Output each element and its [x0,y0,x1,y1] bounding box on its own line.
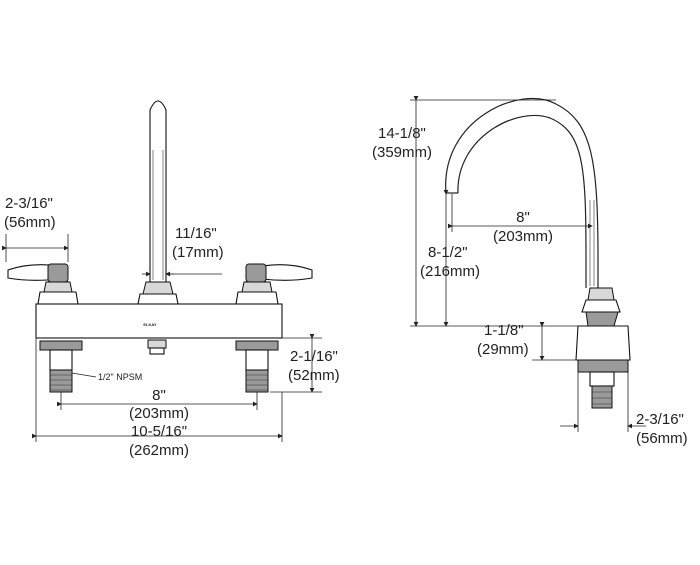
handle-offset-mm-label: (56mm) [4,214,56,231]
center-spacing-label: 8" [152,387,166,404]
shank-height-mm-label: (52mm) [288,367,340,384]
gooseneck-spout [445,97,599,288]
handle-offset-dimension: 2-3/16" (56mm) [2,195,69,262]
spout-reach-dimension: 8" (203mm) [448,194,593,245]
spout-base [137,281,179,305]
shank-width-dimension: 2-3/16" (56mm) [560,372,688,447]
left-shank [39,340,83,393]
side-valve-body [575,287,631,409]
spout-height-mm-label: (359mm) [372,144,432,161]
center-spacing-dimension: 8" (203mm) [57,387,258,422]
spout-base-dimension: 11/16" (17mm) [142,225,224,277]
deck-thickness-mm-label: (29mm) [477,341,529,358]
spout-reach-mm-label: (203mm) [493,228,553,245]
center-connector [147,339,167,355]
left-lever-handle [7,263,79,305]
spout-reach-label: 8" [516,209,530,226]
brand-logo: ELKAY [143,322,157,327]
shank-height-dimension: 2-1/16" (52mm) [270,334,340,393]
connection-callout: 1/2" NPSM [71,372,142,382]
handle-offset-label: 2-3/16" [5,195,53,212]
spout-clearance-mm-label: (216mm) [420,263,480,280]
shank-height-label: 2-1/16" [290,348,338,365]
side-view: 14-1/8" (359mm) 8" (203mm) 8-1/2" (216mm… [372,96,688,447]
right-shank [235,340,279,393]
deck-thickness-label: 1-1/8" [484,322,524,339]
spout-base-mm-label: (17mm) [172,244,224,261]
shank-width-mm-label: (56mm) [636,430,688,447]
deck-plate: ELKAY [35,303,283,339]
spout-height-label: 14-1/8" [378,125,426,142]
shank-width-label: 2-3/16" [636,411,684,428]
spout-height-dimension: 14-1/8" (359mm) [372,96,578,327]
deck-thickness-dimension: 1-1/8" (29mm) [477,322,578,361]
connection-label: 1/2" NPSM [98,372,142,382]
overall-width-mm-label: (262mm) [129,442,189,459]
overall-width-dimension: 10-5/16" (262mm) [32,338,283,459]
spout-clearance-label: 8-1/2" [428,244,468,261]
spout-base-label: 11/16" [175,225,217,242]
overall-width-label: 10-5/16" [131,423,187,440]
spout-riser [149,100,167,283]
right-lever-handle [235,263,313,305]
center-spacing-mm-label: (203mm) [129,405,189,422]
spout-clearance-dimension: 8-1/2" (216mm) [420,190,480,327]
front-view: ELKAY [2,100,340,459]
